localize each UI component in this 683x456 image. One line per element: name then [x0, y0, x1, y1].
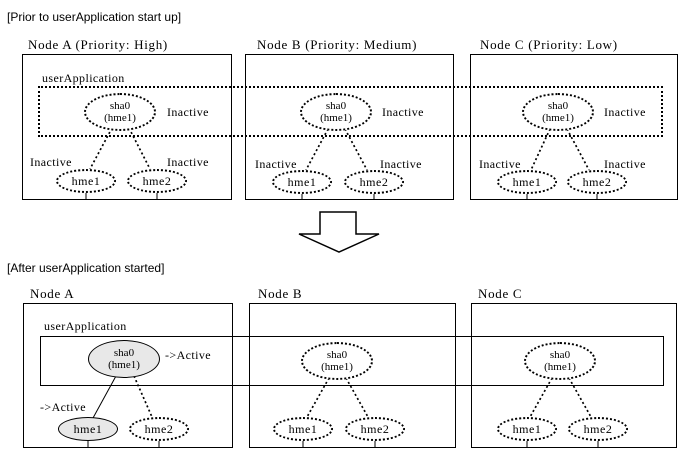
prior-node-c-hme1-ellipse: hme1 — [497, 170, 557, 194]
after-node-a-hme1-status: ->Active — [40, 400, 86, 414]
sha0-device: (hme1) — [321, 361, 353, 373]
after-node-b-box — [249, 303, 456, 448]
prior-node-c-sha0-status: Inactive — [604, 105, 646, 119]
after-node-c-box — [471, 303, 677, 448]
prior-node-a-hme2-ellipse: hme2 — [127, 169, 187, 193]
prior-node-b-hme2-ellipse: hme2 — [344, 170, 404, 194]
prior-node-b-sha0-status: Inactive — [382, 105, 424, 119]
sha0-device: (hme1) — [108, 359, 140, 371]
prior-node-c-box — [470, 54, 678, 200]
prior-section-title: [Prior to userApplication start up] — [7, 10, 182, 24]
after-node-b-hme1-ellipse: hme1 — [273, 417, 333, 441]
prior-node-c-hme2-status: Inactive — [604, 157, 646, 171]
after-node-c-title: Node C — [478, 286, 523, 301]
sha0-name: sha0 — [325, 100, 347, 112]
sha0-name: sha0 — [113, 347, 135, 359]
prior-node-b-hme1-status: Inactive — [255, 157, 297, 171]
sha0-name: sha0 — [109, 100, 131, 112]
sha0-name: sha0 — [549, 349, 571, 361]
active-link-line — [92, 375, 117, 419]
nic-label: hme1 — [288, 421, 318, 436]
prior-node-b-hme1-ellipse: hme1 — [272, 170, 332, 194]
after-section-title: [After userApplication started] — [7, 261, 165, 275]
nic-label: hme2 — [359, 174, 389, 189]
prior-node-a-sha0-ellipse: sha0 (hme1) — [84, 93, 156, 131]
after-user-application-box — [40, 336, 664, 386]
after-user-application-label: userApplication — [44, 319, 127, 333]
nic-label: hme2 — [142, 173, 172, 188]
prior-node-a-sha0-status: Inactive — [167, 105, 209, 119]
after-node-c-hme1-ellipse: hme1 — [497, 417, 557, 441]
prior-user-application-label: userApplication — [42, 71, 125, 85]
nic-label: hme1 — [73, 421, 103, 436]
prior-user-application-box — [38, 86, 663, 137]
nic-label: hme2 — [583, 421, 613, 436]
prior-node-c-title: Node C (Priority: Low) — [480, 37, 618, 52]
after-node-a-sha0-ellipse: sha0 (hme1) — [88, 340, 160, 378]
nic-label: hme1 — [512, 421, 542, 436]
prior-node-a-hme1-status: Inactive — [30, 155, 72, 169]
after-node-a-hme2-ellipse: hme2 — [129, 417, 189, 441]
nic-stub-lines — [85, 192, 599, 448]
prior-node-b-sha0-ellipse: sha0 (hme1) — [300, 93, 372, 131]
nic-label: hme1 — [512, 174, 542, 189]
after-node-a-sha0-status: ->Active — [165, 348, 211, 362]
sha0-name: sha0 — [326, 349, 348, 361]
after-node-c-sha0-ellipse: sha0 (hme1) — [524, 342, 596, 380]
after-node-b-sha0-ellipse: sha0 (hme1) — [301, 342, 373, 380]
sha0-name: sha0 — [547, 100, 569, 112]
prior-node-c-sha0-ellipse: sha0 (hme1) — [522, 93, 594, 131]
nic-label: hme1 — [71, 173, 101, 188]
after-node-b-title: Node B — [258, 286, 303, 301]
prior-node-c-hme1-status: Inactive — [479, 157, 521, 171]
after-node-a-hme1-ellipse: hme1 — [58, 417, 118, 441]
after-node-a-title: Node A — [30, 286, 75, 301]
after-node-b-hme2-ellipse: hme2 — [345, 417, 405, 441]
prior-node-a-hme2-status: Inactive — [167, 155, 209, 169]
nic-label: hme2 — [360, 421, 390, 436]
prior-node-b-title: Node B (Priority: Medium) — [257, 37, 418, 52]
prior-node-c-hme2-ellipse: hme2 — [567, 170, 627, 194]
after-node-c-hme2-ellipse: hme2 — [568, 417, 628, 441]
after-node-a-box — [23, 303, 233, 448]
prior-node-a-title: Node A (Priority: High) — [28, 37, 168, 52]
transition-down-arrow — [298, 211, 380, 253]
prior-node-b-box — [245, 54, 454, 200]
sha0-device: (hme1) — [544, 361, 576, 373]
sha0-device: (hme1) — [104, 112, 136, 124]
nic-label: hme2 — [144, 421, 174, 436]
nic-label: hme1 — [287, 174, 317, 189]
prior-node-a-box — [22, 54, 232, 200]
nic-label: hme2 — [582, 174, 612, 189]
prior-node-b-hme2-status: Inactive — [380, 157, 422, 171]
sha0-device: (hme1) — [542, 112, 574, 124]
sha0-device: (hme1) — [320, 112, 352, 124]
prior-node-a-hme1-ellipse: hme1 — [56, 169, 116, 193]
